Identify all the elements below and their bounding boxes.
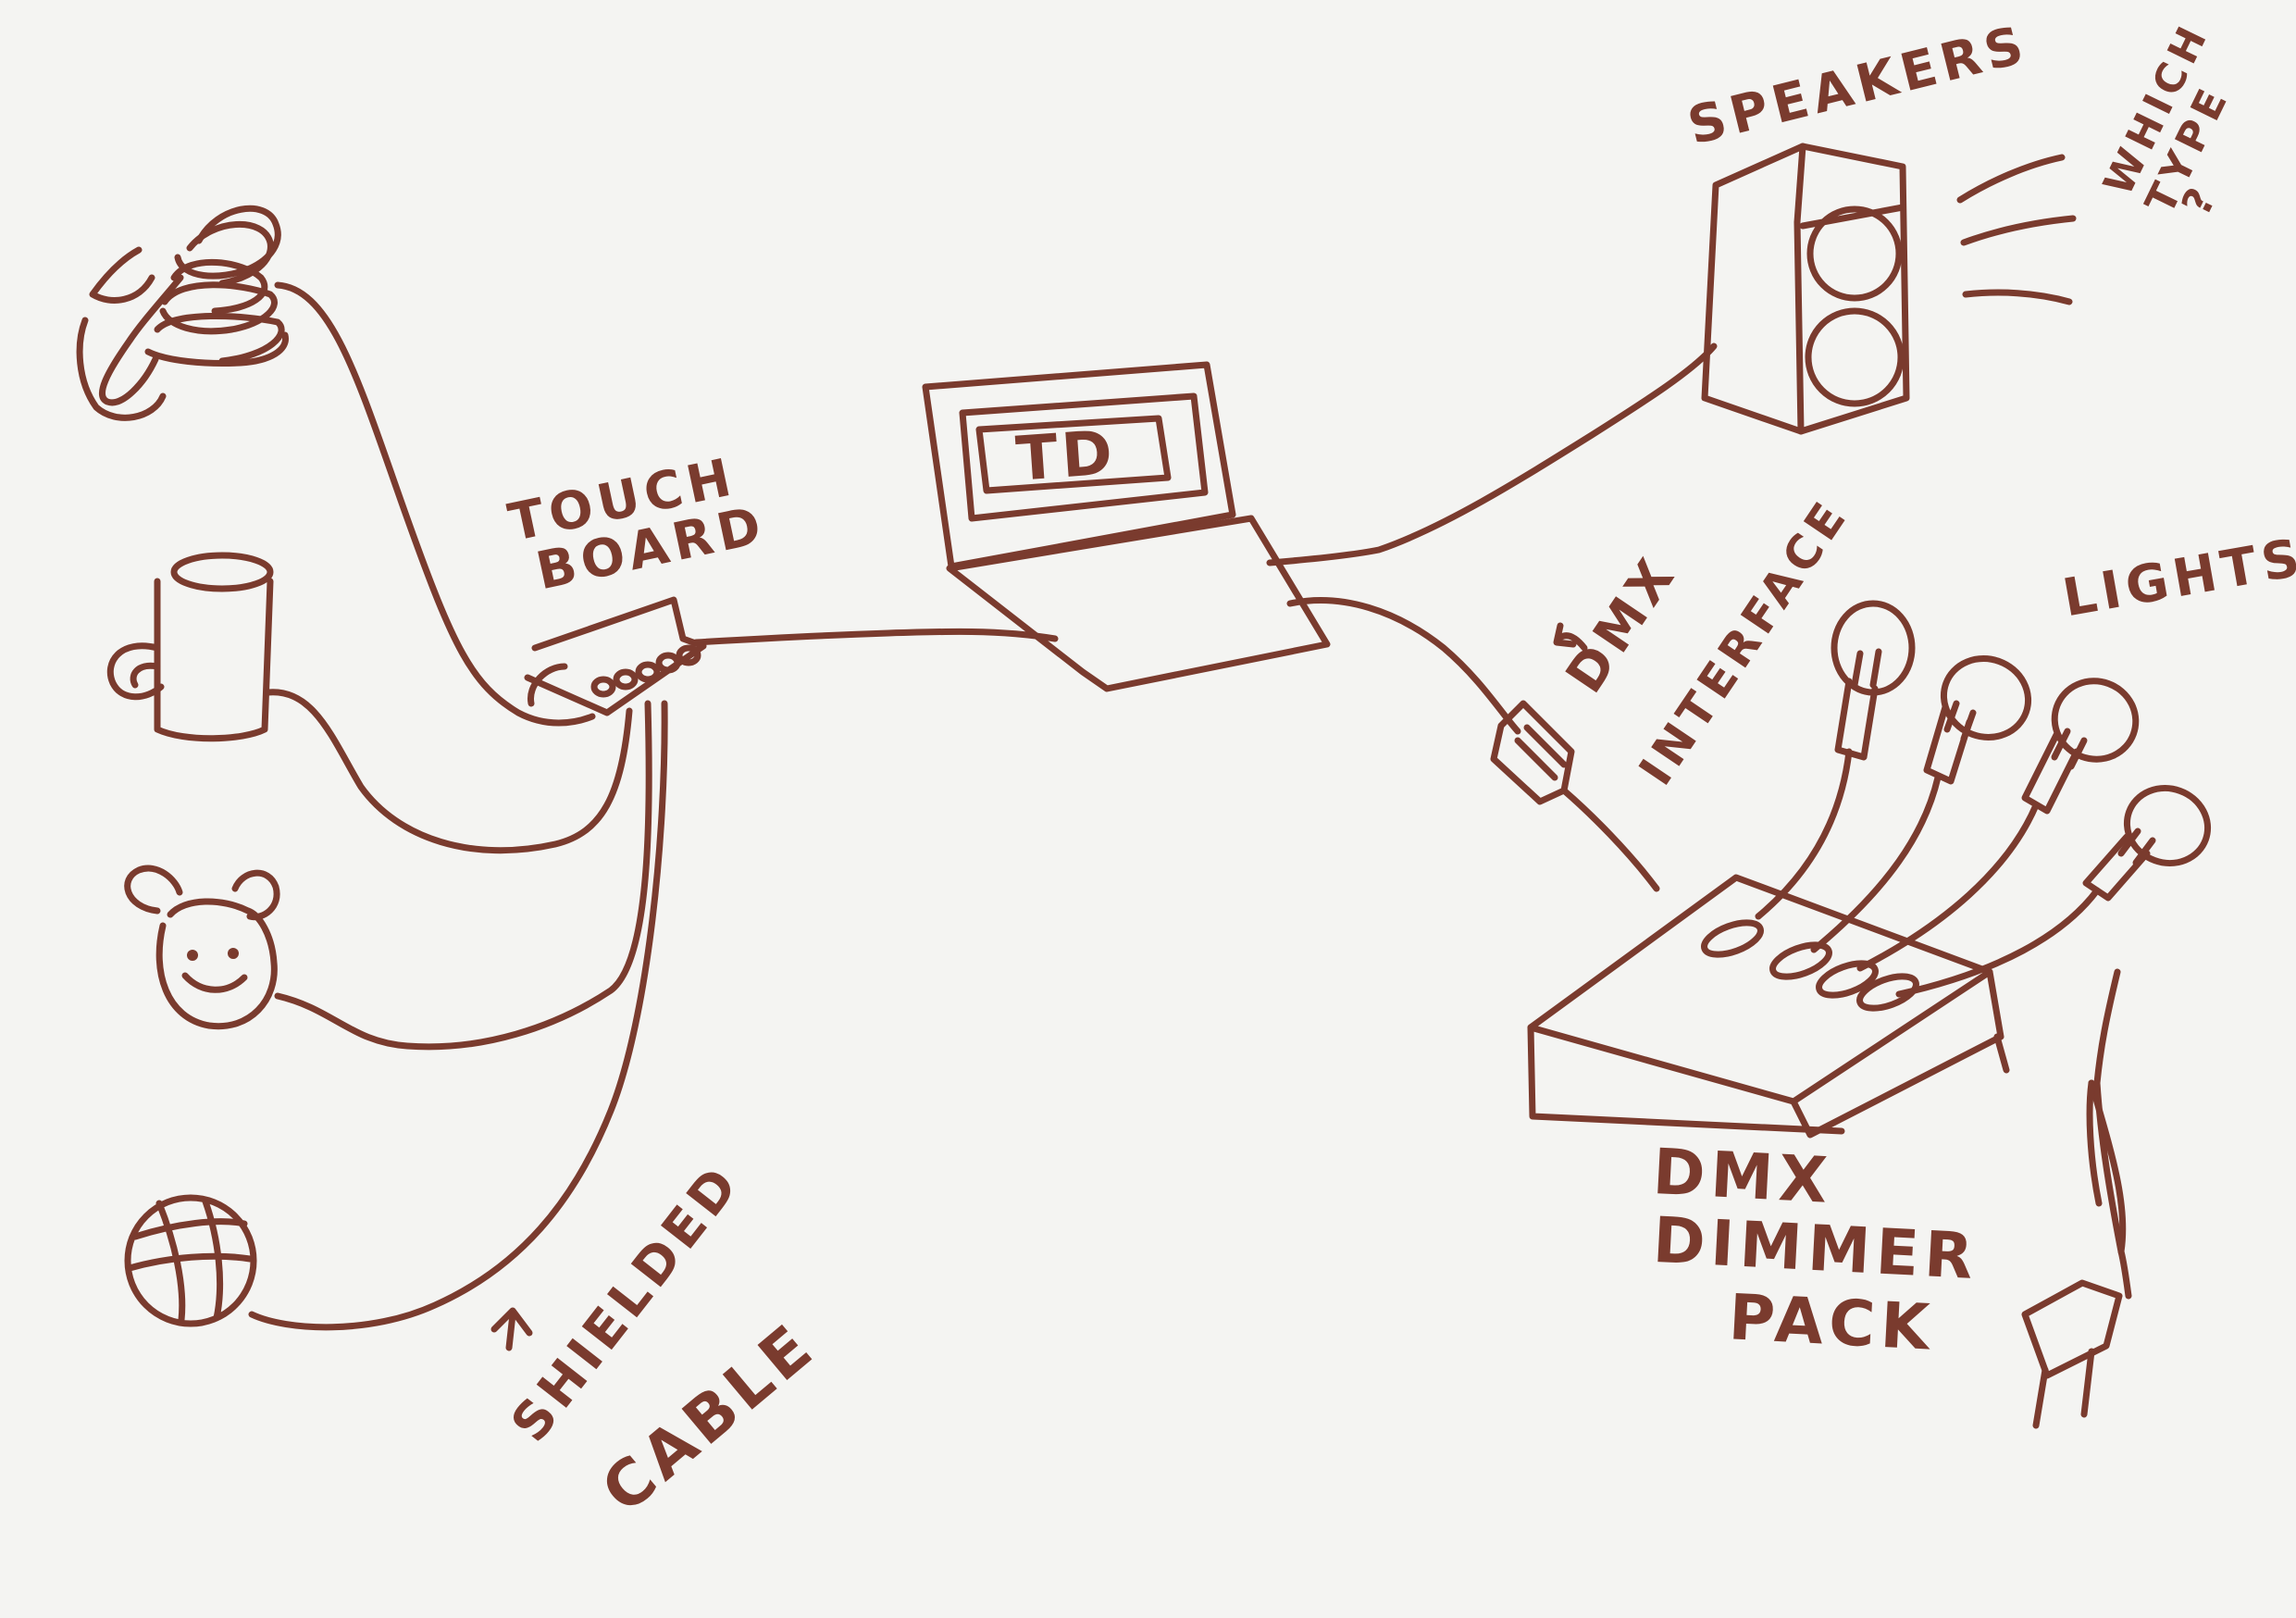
mug-icon (106, 552, 274, 742)
arrow-icon (1553, 622, 1588, 652)
light-bulb-icon (1755, 600, 1916, 920)
light-bulb-icon (1856, 678, 2140, 972)
cable-board-to-laptop (692, 628, 1059, 646)
laptop-icon (922, 361, 1331, 692)
speaker-icon (1701, 143, 1910, 435)
power-plug-icon (2021, 1079, 2132, 1429)
touch-board-icon (524, 596, 707, 716)
ball-icon (124, 1194, 257, 1327)
dmx-interface-icon (1490, 700, 1575, 805)
teddy-bear-face-icon (124, 865, 280, 1030)
cable-laptop-to-dmx-interface (1286, 597, 1521, 735)
cable-mug-to-board (265, 689, 633, 854)
light-bulb-icon (1895, 785, 2212, 998)
dimmer-label-line3: PACK (1727, 1281, 1937, 1365)
cable-laptop-to-speaker (1266, 342, 1718, 566)
laptop-screen-label: TD (1013, 417, 1119, 495)
power-cord (2086, 968, 2125, 1255)
sound-lines-icon (1956, 154, 2077, 305)
light-bulb-icon (1810, 655, 2032, 953)
cable-coil-to-board (274, 281, 596, 727)
cable-bear-to-board (274, 700, 652, 1051)
arrow-icon (490, 1307, 533, 1351)
cable-ball-to-board (248, 700, 668, 1331)
dmx-dimmer-pack-icon (1527, 874, 2010, 1139)
coil-object-icon (76, 205, 289, 421)
cable-interface-to-dimmer (1560, 787, 1660, 892)
